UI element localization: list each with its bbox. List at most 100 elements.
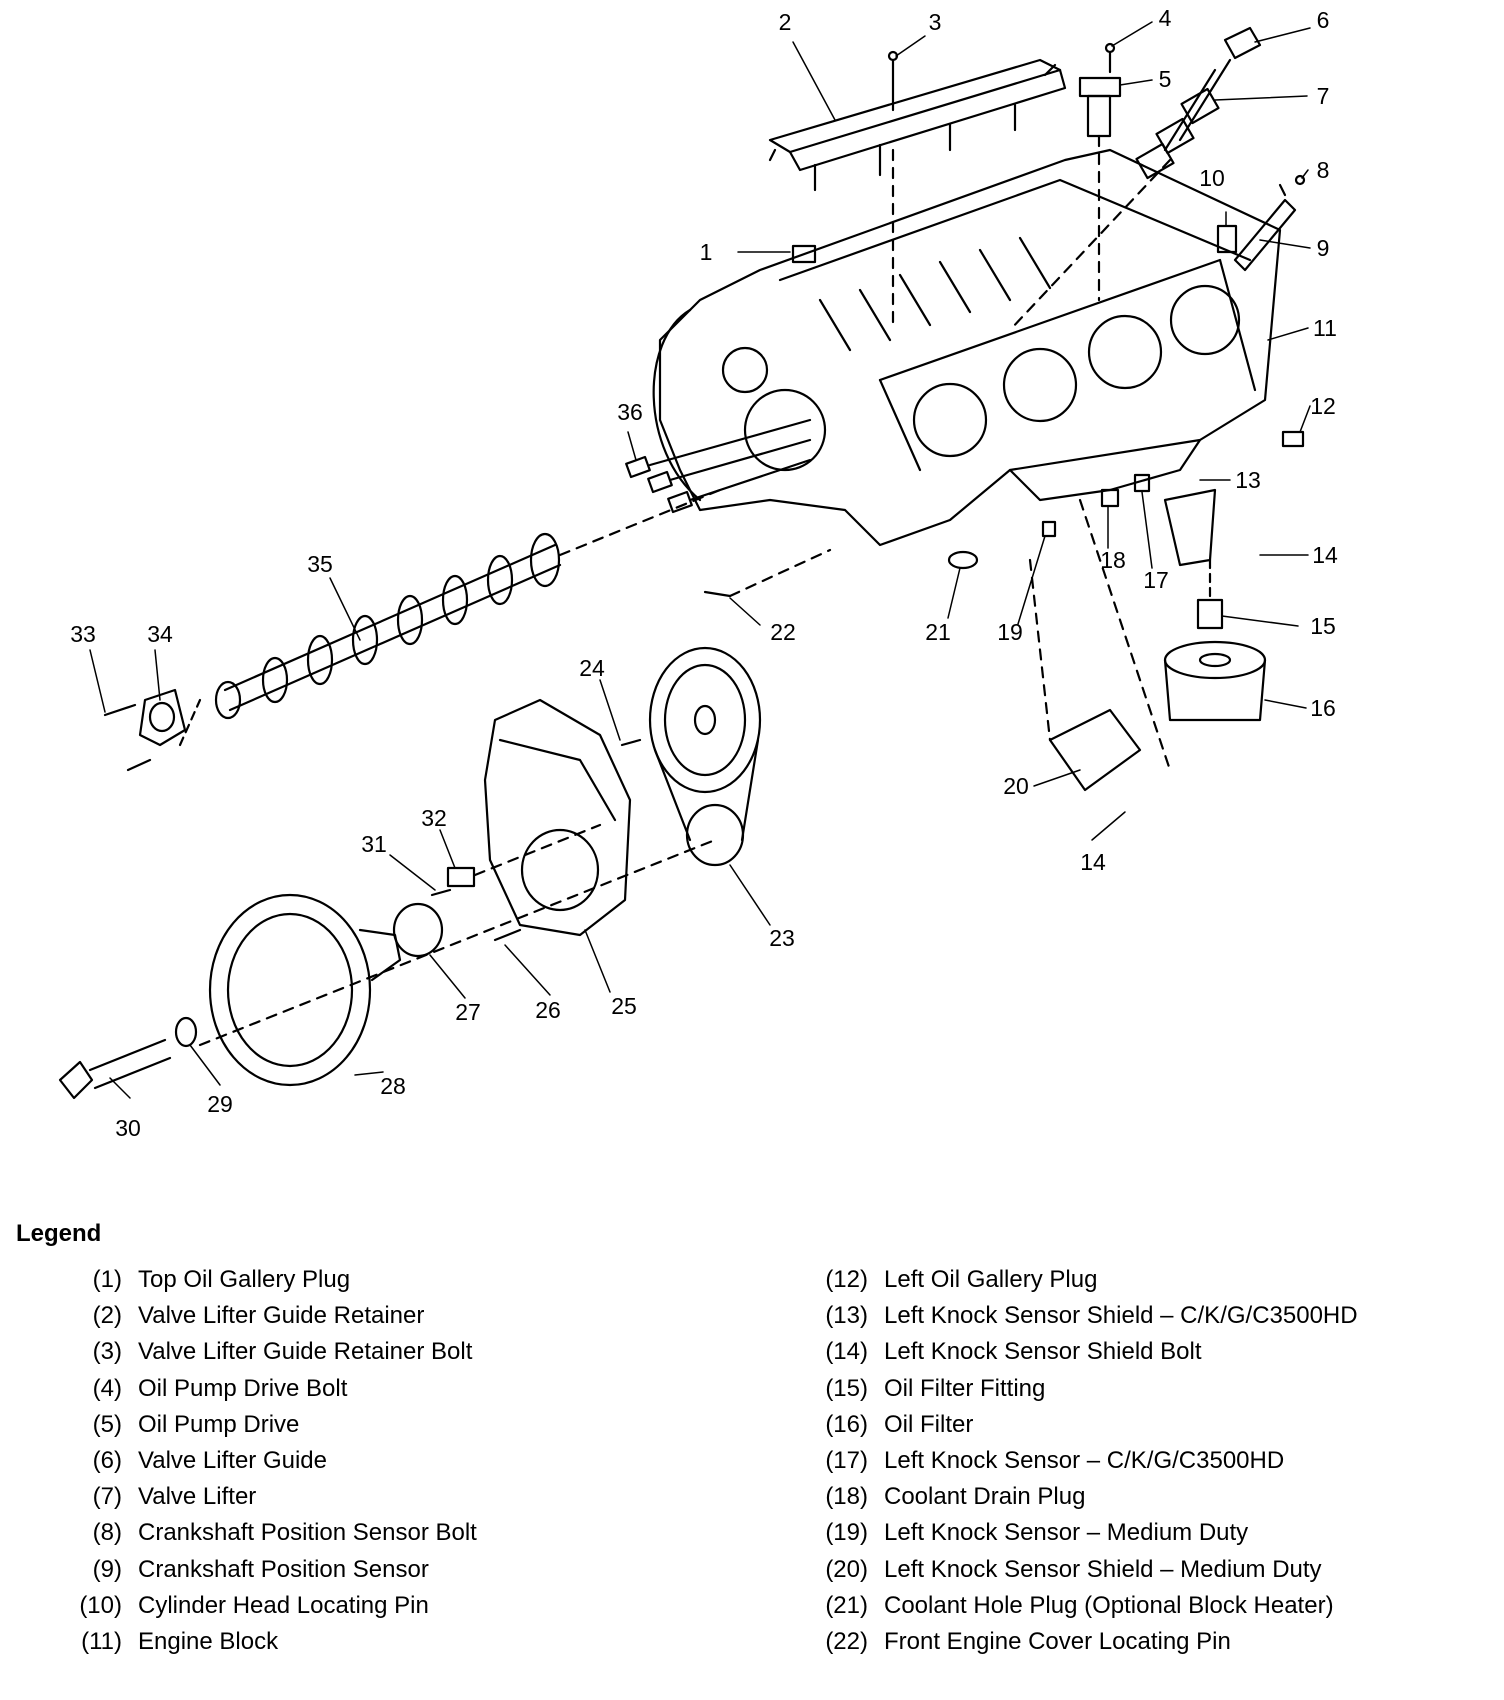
legend: Legend (1)Top Oil Gallery Plug (2)Valve … bbox=[0, 1220, 1504, 1690]
callout-1: 1 bbox=[700, 239, 713, 265]
legend-label: Left Knock Sensor – C/K/G/C3500HD bbox=[884, 1446, 1285, 1474]
legend-label: Oil Pump Drive Bolt bbox=[138, 1374, 348, 1402]
legend-column-left: (1)Top Oil Gallery Plug (2)Valve Lifter … bbox=[60, 1266, 477, 1664]
legend-item: (22)Front Engine Cover Locating Pin bbox=[800, 1628, 1358, 1664]
callout-9: 9 bbox=[1317, 235, 1330, 261]
legend-item: (19)Left Knock Sensor – Medium Duty bbox=[800, 1519, 1358, 1555]
legend-label: Oil Pump Drive bbox=[138, 1410, 300, 1438]
legend-label: Engine Block bbox=[138, 1627, 279, 1655]
callout-14: 14 bbox=[1312, 542, 1338, 568]
exploded-engine-diagram: 1 2 3 4 5 6 7 8 9 10 11 12 13 14 15 16 1… bbox=[58, 5, 1338, 1141]
legend-item: (9)Crankshaft Position Sensor bbox=[60, 1556, 477, 1592]
camshaft-bolts bbox=[625, 418, 812, 514]
legend-label: Valve Lifter Guide Retainer bbox=[138, 1302, 425, 1330]
crankshaft-balancer bbox=[208, 893, 402, 1087]
legend-item: (17)Left Knock Sensor – C/K/G/C3500HD bbox=[800, 1447, 1358, 1483]
left-oil-gallery-plug bbox=[1281, 430, 1305, 448]
legend-item: (12)Left Oil Gallery Plug bbox=[800, 1266, 1358, 1302]
coolant-drain-plug bbox=[1100, 488, 1120, 508]
legend-item: (10)Cylinder Head Locating Pin bbox=[60, 1592, 477, 1628]
legend-label: Valve Lifter Guide bbox=[138, 1446, 327, 1474]
legend-label: Coolant Drain Plug bbox=[884, 1483, 1086, 1511]
callout-35: 35 bbox=[307, 551, 333, 577]
callout-30: 30 bbox=[115, 1115, 141, 1141]
oil-pump-drive bbox=[1078, 42, 1122, 302]
legend-title: Legend bbox=[16, 1220, 102, 1247]
callout-17: 17 bbox=[1143, 567, 1169, 593]
cover-bolt-26 bbox=[493, 928, 522, 942]
legend-label: Cylinder Head Locating Pin bbox=[138, 1591, 429, 1619]
legend-label: Coolant Hole Plug (Optional Block Heater… bbox=[884, 1591, 1334, 1619]
legend-label: Left Knock Sensor – Medium Duty bbox=[884, 1519, 1249, 1547]
callout-24: 24 bbox=[579, 655, 605, 681]
legend-label: Crankshaft Position Sensor Bolt bbox=[138, 1519, 477, 1547]
callout-20: 20 bbox=[1003, 773, 1029, 799]
knock-sensor bbox=[1133, 473, 1151, 493]
legend-item: (8)Crankshaft Position Sensor Bolt bbox=[60, 1519, 477, 1555]
front-cover bbox=[483, 698, 632, 937]
camshaft bbox=[178, 488, 722, 747]
front-cover-pin bbox=[703, 590, 732, 598]
callout-6: 6 bbox=[1317, 7, 1330, 33]
legend-label: Oil Filter Fitting bbox=[884, 1374, 1046, 1402]
callout-29: 29 bbox=[207, 1091, 233, 1117]
callout-13: 13 bbox=[1235, 467, 1261, 493]
callout-15: 15 bbox=[1310, 613, 1336, 639]
crankshaft-position-sensor bbox=[1233, 174, 1306, 272]
callout-21: 21 bbox=[925, 619, 951, 645]
knock-sensor-medium-duty bbox=[1041, 520, 1057, 538]
legend-item: (20)Left Knock Sensor Shield – Medium Du… bbox=[800, 1556, 1358, 1592]
balancer-bolt bbox=[58, 1038, 172, 1100]
legend-item: (5)Oil Pump Drive bbox=[60, 1411, 477, 1447]
oil-filter bbox=[1163, 558, 1267, 722]
callout-3: 3 bbox=[929, 9, 942, 35]
legend-label: Oil Filter bbox=[884, 1410, 974, 1438]
callout-23: 23 bbox=[769, 925, 795, 951]
balancer-washer bbox=[174, 1016, 198, 1048]
knock-sensor-shield-medium bbox=[1028, 498, 1172, 792]
callout-27: 27 bbox=[455, 999, 481, 1025]
callout-31: 31 bbox=[361, 831, 387, 857]
legend-label: Crankshaft Position Sensor bbox=[138, 1555, 429, 1583]
callout-12: 12 bbox=[1310, 393, 1336, 419]
callout-25: 25 bbox=[611, 993, 637, 1019]
callout-28: 28 bbox=[380, 1073, 406, 1099]
legend-item: (7)Valve Lifter bbox=[60, 1483, 477, 1519]
legend-item: (11)Engine Block bbox=[60, 1628, 477, 1664]
callout-18: 18 bbox=[1100, 547, 1126, 573]
valve-lifter-guide bbox=[1008, 26, 1262, 332]
legend-item: (21)Coolant Hole Plug (Optional Block He… bbox=[800, 1592, 1358, 1628]
callout-16: 16 bbox=[1310, 695, 1336, 721]
callout-7: 7 bbox=[1317, 83, 1330, 109]
callout-33: 33 bbox=[70, 621, 96, 647]
legend-label: Left Knock Sensor Shield – Medium Duty bbox=[884, 1555, 1322, 1583]
top-oil-gallery-plug bbox=[791, 244, 817, 264]
camshaft-retainer bbox=[103, 688, 187, 772]
callout-34: 34 bbox=[147, 621, 173, 647]
legend-item: (3)Valve Lifter Guide Retainer Bolt bbox=[60, 1338, 477, 1374]
legend-item: (6)Valve Lifter Guide bbox=[60, 1447, 477, 1483]
callout-2: 2 bbox=[779, 9, 792, 35]
retainer-bolt bbox=[887, 50, 899, 332]
callout-14b: 14 bbox=[1080, 849, 1106, 875]
callout-11: 11 bbox=[1313, 315, 1337, 341]
cover-bolt-31 bbox=[430, 888, 452, 897]
legend-label: Top Oil Gallery Plug bbox=[138, 1266, 351, 1293]
front-seal bbox=[392, 902, 444, 958]
callout-5: 5 bbox=[1159, 66, 1172, 92]
legend-label: Left Knock Sensor Shield – C/K/G/C3500HD bbox=[884, 1302, 1358, 1330]
legend-item: (14)Left Knock Sensor Shield Bolt bbox=[800, 1338, 1358, 1374]
legend-item: (2)Valve Lifter Guide Retainer bbox=[60, 1302, 477, 1338]
engine-block bbox=[652, 148, 1282, 547]
cover-bolt-32 bbox=[446, 866, 476, 888]
callout-36: 36 bbox=[617, 399, 643, 425]
legend-column-right: (12)Left Oil Gallery Plug (13)Left Knock… bbox=[800, 1266, 1358, 1664]
legend-item: (18)Coolant Drain Plug bbox=[800, 1483, 1358, 1519]
legend-item: (1)Top Oil Gallery Plug bbox=[60, 1266, 477, 1302]
legend-label: Left Knock Sensor Shield Bolt bbox=[884, 1338, 1202, 1366]
timing-chain bbox=[648, 646, 762, 867]
callout-10: 10 bbox=[1199, 165, 1225, 191]
callout-26: 26 bbox=[535, 997, 561, 1023]
legend-label: Valve Lifter bbox=[138, 1483, 257, 1511]
legend-item: (15)Oil Filter Fitting bbox=[800, 1375, 1358, 1411]
